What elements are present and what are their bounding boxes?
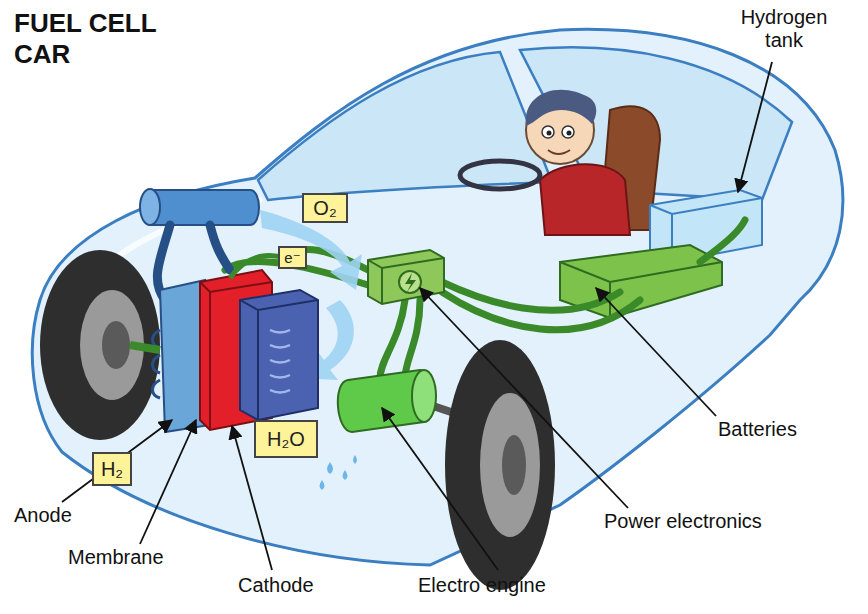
anode-coil [153,330,161,398]
leader-lines [62,62,772,570]
driver-eye [542,126,554,138]
part-label-text: Power electronics [604,510,762,532]
wheel-hub [480,393,540,537]
driver-body [540,164,630,235]
driver-eye [562,126,574,138]
driver-hair [526,90,597,126]
driver-pupil [567,131,572,136]
cathode-block [240,290,318,420]
part-label-text: Hydrogen tank [741,6,828,51]
hydrogen-hose [210,225,230,270]
molecule-text: e⁻ [284,250,300,265]
part-label: Batteries [718,418,797,441]
windshield [258,52,552,200]
molecule-tag: O₂ [302,193,348,223]
part-label-text: Electro engine [418,574,546,596]
part-label: Electro engine [418,574,546,597]
molecule-tag: H₂O [254,420,318,458]
tank-edge [650,198,762,214]
power-electronics-box [368,250,444,304]
part-label-text: Batteries [718,418,797,440]
molecule-text: O₂ [313,198,336,218]
part-label: Hydrogen tank [728,6,840,52]
lightning-symbol [405,273,416,292]
engine-end [412,370,436,422]
lightning-symbol [399,271,421,293]
part-label: Anode [14,504,72,527]
front-axle [130,345,160,350]
part-label: Cathode [238,574,314,597]
wheel-hub [502,435,526,495]
driver-mouth [548,150,570,154]
part-label: Membrane [68,546,164,569]
part-label-text: Anode [14,504,72,526]
cathode-coil [270,330,290,393]
front-left-wheel [40,250,160,440]
wheel-hub [102,321,130,369]
driver-pupil [547,131,552,136]
part-label: Power electronics [604,510,762,533]
diagram-title: FUEL CELL CAR [14,8,174,70]
molecule-tag: e⁻ [278,246,307,269]
pipe-end [140,189,160,225]
steering-wheel [460,161,540,189]
front-right-wheel [445,340,555,590]
molecule-tag: H₂ [92,452,132,486]
molecule-text: H₂ [101,459,123,479]
water-drops [320,455,358,490]
box-edge [368,258,444,304]
part-label-text: Membrane [68,546,164,568]
molecule-text: H₂O [267,429,305,449]
hydrogen-pipe [150,190,259,225]
cathode-edge [240,300,318,420]
part-label-text: Cathode [238,574,314,596]
